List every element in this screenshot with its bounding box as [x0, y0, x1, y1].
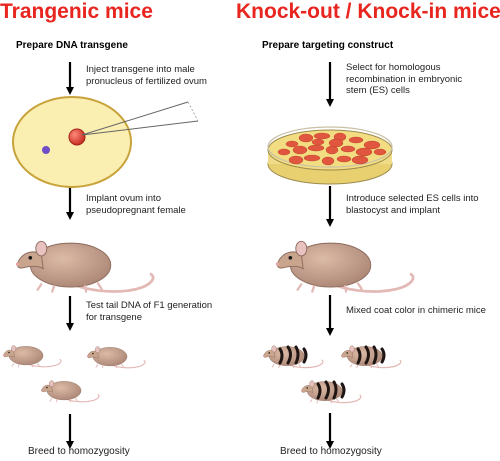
es-colony [328, 138, 344, 148]
left-step-1: Inject transgene into male pronucleus of… [86, 64, 207, 87]
es-colony [311, 138, 325, 146]
petri-dish-illustration [267, 126, 393, 185]
es-colony [348, 136, 364, 144]
es-colony [288, 155, 304, 165]
es-cell-colonies [277, 132, 387, 166]
male-pronucleus [68, 128, 86, 146]
right-step-2: Introduce selected ES cells into blastoc… [346, 193, 479, 216]
es-colony [355, 147, 373, 157]
es-colony [292, 145, 308, 155]
es-colony [321, 156, 335, 166]
chimeric-mice [262, 345, 402, 404]
es-colony [340, 145, 356, 153]
es-colony [325, 145, 339, 155]
right-subtitle: Prepare targeting construct [262, 40, 394, 51]
left-final-step: Breed to homozygosity [28, 446, 130, 457]
chimeric-mouse-2 [340, 345, 402, 369]
chimeric-mouse-1 [262, 345, 324, 369]
female-pronucleus [42, 146, 50, 154]
right-step-3: Mixed coat color in chimeric mice [346, 305, 486, 316]
flow-arrows [66, 62, 334, 449]
es-colony [303, 154, 321, 162]
left-subtitle: Prepare DNA transgene [16, 40, 128, 51]
es-colony [373, 148, 387, 156]
es-colony [336, 155, 352, 163]
left-step-3: Test tail DNA of F1 generation for trans… [86, 300, 213, 323]
fertilized-ovum-illustration [12, 96, 199, 188]
left-title: Trangenic mice [0, 0, 153, 23]
right-step-1: Select for homologous recombination in e… [346, 62, 463, 96]
es-colony [298, 133, 314, 143]
chimeric-mouse-3 [300, 380, 362, 404]
left-step-2: Implant ovum into pseudopregnant female [86, 193, 186, 216]
injection-needle [81, 101, 199, 136]
es-colony [363, 140, 381, 150]
es-colony [277, 148, 291, 156]
es-colony [307, 144, 325, 152]
right-final-step: Breed to homozygosity [280, 446, 382, 457]
es-colony [351, 155, 369, 165]
right-title: Knock-out / Knock-in mice [236, 0, 500, 23]
es-colony [313, 132, 331, 140]
es-colony [285, 140, 299, 148]
